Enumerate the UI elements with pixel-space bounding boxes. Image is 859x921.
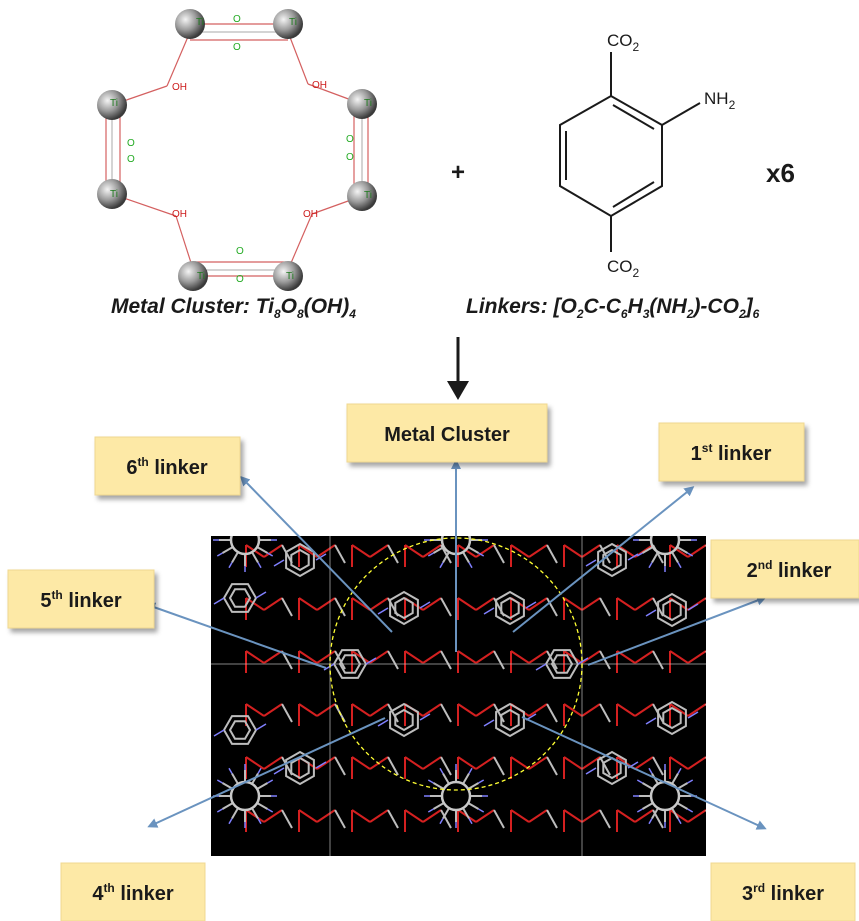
svg-text:5th linker: 5th linker	[40, 588, 122, 612]
ti-label: Ti	[286, 271, 294, 282]
ti-label: Ti	[196, 17, 204, 28]
svg-text:6th linker: 6th linker	[126, 455, 208, 479]
top-carboxylate-label: CO2	[607, 31, 640, 54]
callout-linker2: 2nd linker	[710, 539, 859, 599]
oxo-label: O	[236, 274, 244, 285]
ti-label: Ti	[110, 98, 118, 109]
reaction-arrow	[447, 337, 469, 400]
hydroxyl-label: OH	[172, 209, 187, 220]
svg-text:Metal Cluster: Metal Cluster	[384, 424, 510, 446]
hydroxyl-label: OH	[303, 209, 318, 220]
cluster-highlight-ring	[329, 537, 583, 791]
arrow-linker5	[145, 602, 327, 669]
ti-label: Ti	[110, 189, 118, 200]
oxo-label: O	[346, 152, 354, 163]
oxo-label: O	[233, 42, 241, 53]
multiplier-label: x6	[766, 158, 795, 188]
amine-label: NH2	[704, 89, 736, 112]
arrow-linker1	[512, 486, 695, 633]
ti8-cluster-structure: O O O O O O O O OH OH OH OH Ti Ti Ti Ti …	[97, 9, 377, 291]
svg-text:2nd linker: 2nd linker	[747, 558, 832, 582]
callout-arrows	[145, 459, 767, 830]
callout-linker5: 5th linker	[7, 569, 155, 629]
svg-text:1st linker: 1st linker	[691, 441, 772, 465]
arrow-linker4	[147, 717, 386, 828]
ti-label: Ti	[364, 98, 372, 109]
callout-linker6: 6th linker	[94, 436, 241, 496]
oxo-label: O	[236, 246, 244, 257]
mof-framework-panel	[211, 536, 706, 856]
plus-sign: +	[451, 159, 465, 186]
aminoterephthalate-linker	[559, 52, 701, 252]
oxo-label: O	[127, 154, 135, 165]
svg-text:3rd linker: 3rd linker	[742, 881, 824, 905]
cluster-caption: Metal Cluster: Ti8O8(OH)4	[111, 295, 356, 321]
hydroxyl-label: OH	[312, 80, 327, 91]
bottom-carboxylate-label: CO2	[607, 257, 640, 280]
svg-text:4th linker: 4th linker	[92, 881, 174, 905]
callout-metal-cluster: Metal Cluster	[346, 403, 548, 463]
ti-label: Ti	[289, 17, 297, 28]
hydroxyl-label: OH	[172, 82, 187, 93]
ti-label: Ti	[364, 190, 372, 201]
ti-label: Ti	[197, 271, 205, 282]
oxo-label: O	[127, 138, 135, 149]
callout-linker4: 4th linker	[60, 862, 206, 921]
arrow-linker6	[239, 475, 393, 633]
oxo-label: O	[233, 14, 241, 25]
callout-linker1: 1st linker	[658, 422, 805, 482]
ti-atoms	[97, 9, 377, 291]
linker-caption: Linkers: [O2C-C6H3(NH2)-CO2]6	[466, 295, 760, 321]
arrow-linker2	[587, 595, 767, 666]
arrow-linker3	[521, 716, 767, 830]
oxo-label: O	[346, 134, 354, 145]
callout-linker3: 3rd linker	[710, 862, 856, 921]
